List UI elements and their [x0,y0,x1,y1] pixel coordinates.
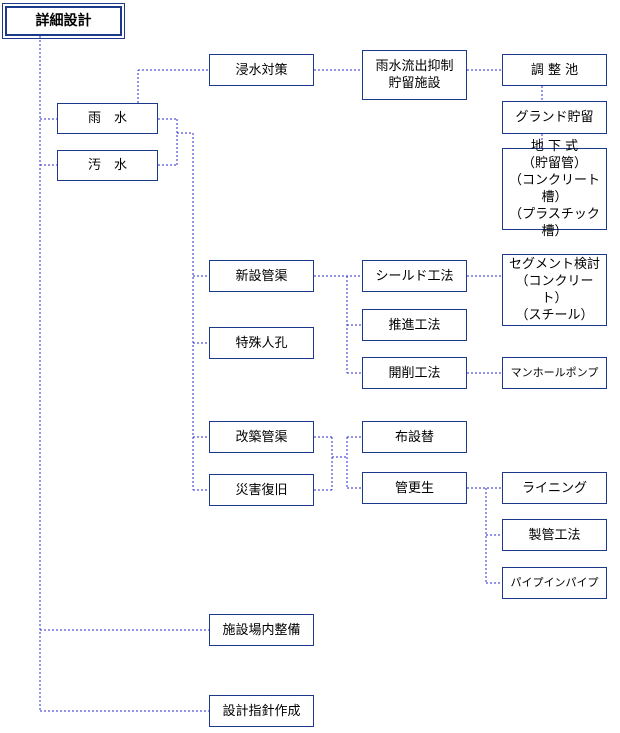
node-new-pipe: 新設管渠 [209,260,314,292]
node-disaster-recovery: 災害復旧 [209,474,314,506]
node-facility-site-improvement: 施設場内整備 [209,614,314,646]
node-manhole-pump: マンホールポンプ [502,357,607,389]
node-pipe-in-pipe: パイプインパイプ [502,567,607,599]
node-jacking-method: 推進工法 [362,309,467,341]
node-open-cut-method: 開削工法 [362,357,467,389]
node-relaying: 布設替 [362,421,467,453]
node-design-guideline: 設計指針作成 [209,695,314,727]
node-ground-storage: グランド貯留 [502,101,607,134]
node-rainwater: 雨 水 [57,103,158,134]
node-flood-countermeasure: 浸水対策 [209,54,314,86]
node-pipe-rehabilitation: 管更生 [362,472,467,504]
node-reconstruction-pipe: 改築管渠 [209,421,314,453]
node-shield-method: シールド工法 [362,260,467,292]
node-sewage: 汚 水 [57,150,158,181]
node-special-manhole: 特殊人孔 [209,327,314,359]
node-segment-study: セグメント検討 （コンクリート） （スチール） [502,254,607,326]
node-detailed-design: 詳細設計 [2,3,125,39]
node-detention-pond: 調 整 池 [502,54,607,86]
node-pipe-forming-method: 製管工法 [502,519,607,551]
node-runoff-storage-facility: 雨水流出抑制 貯留施設 [362,50,467,100]
node-lining: ライニング [502,472,607,504]
node-underground-storage: 地 下 式 （貯留管） （コンクリート槽） （プラスチック槽） [502,139,607,239]
